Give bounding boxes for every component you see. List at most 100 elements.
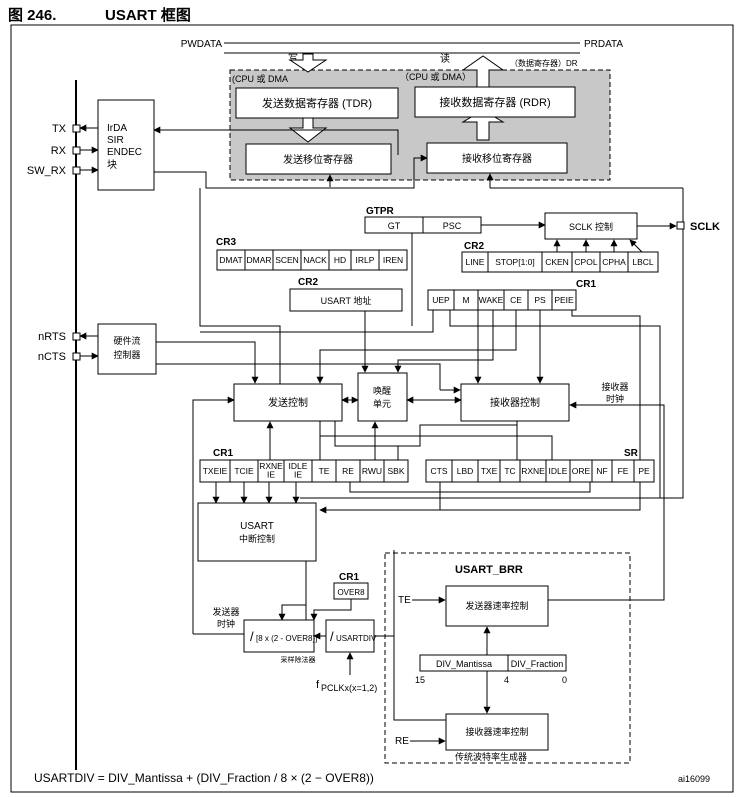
sr-bit-label: PE	[638, 466, 650, 476]
cr2-top-label: CR2	[464, 241, 484, 252]
cr1-bottom-bit-label: SBK	[387, 466, 404, 476]
rdr-label: 接收数据寄存器 (RDR)	[439, 95, 550, 109]
sw-rx-pin	[72, 166, 81, 175]
tx-pin-label: TX	[52, 123, 67, 135]
irda-line4: 块	[107, 159, 117, 171]
irq-line2: 中断控制	[239, 533, 275, 544]
cr3-label: CR3	[216, 237, 236, 248]
brr-caption: 传统波特率生成器	[455, 751, 527, 762]
tx-shift-register-box	[245, 143, 392, 175]
cr1-bottom-bit-label: IE	[294, 469, 302, 479]
hw-flow-line1: 硬件流	[113, 335, 140, 346]
peie-wire	[571, 310, 641, 460]
cr1-top-bit-cell	[551, 289, 577, 311]
cr3-bit-label: HD	[334, 255, 346, 265]
cr3-bit-label: DMAT	[219, 255, 242, 265]
cr2-bit-label: LINE	[466, 257, 485, 267]
tx-clock-line2: 时钟	[217, 618, 235, 629]
irq-line1: USART	[240, 521, 274, 532]
cr1-bottom-bit-label: TE	[319, 466, 330, 476]
cr2-bit-label: CPHA	[602, 257, 626, 267]
cr2-addr-label: CR2	[298, 277, 318, 288]
usartdiv-formula: USARTDIV = DIV_Mantissa + (DIV_Fraction …	[34, 771, 374, 785]
over8-divider-box	[243, 619, 315, 653]
cr1-top-bit-label: PEIE	[554, 295, 574, 305]
div-sample-wire	[278, 604, 306, 621]
over8-divider-sub: 采样除法器	[281, 655, 316, 664]
read-up-arrow	[461, 55, 505, 88]
sclk-pin	[676, 221, 685, 230]
tdr-box	[235, 87, 399, 119]
sr-label: SR	[624, 448, 639, 459]
sr-bit-label: RXNE	[521, 466, 545, 476]
usartdiv-divider-box	[325, 619, 375, 653]
ncts-pin-label: nCTS	[38, 351, 66, 363]
cr1-bottom-label: CR1	[213, 448, 233, 459]
pwdata-label: PWDATA	[181, 39, 223, 50]
nrts-pin	[72, 332, 81, 341]
figure-name: USART 框图	[105, 7, 191, 24]
brr-bit15: 15	[415, 675, 425, 685]
rx-shift-register-box	[426, 142, 568, 174]
over8-wire	[310, 599, 352, 621]
cr1-over8-label: CR1	[339, 572, 359, 583]
over8-divider-text: [8 x (2 - OVER8)]	[256, 634, 317, 643]
cr1-bottom-bit-label: IE	[267, 469, 275, 479]
cr1-top-bit-label: PS	[534, 295, 546, 305]
figure-id: ai16099	[678, 774, 710, 784]
wakeup-line1: 唤醒	[373, 385, 391, 396]
rx-rate-control-box	[445, 713, 549, 751]
irda-line2: SIR	[107, 135, 124, 146]
brr-to-usartdiv-wire	[374, 550, 395, 637]
cr1-bottom-bit-label: RWU	[362, 466, 382, 476]
cr2-bit-label: CKEN	[545, 257, 569, 267]
figure-number: 图 246.	[8, 7, 57, 24]
cr3-bit-cell	[378, 249, 408, 271]
brr-bit0: 0	[562, 675, 567, 685]
wakeup-unit-box	[357, 372, 408, 422]
cr2-bit-label: CPOL	[574, 257, 597, 267]
cr3-bit-label: NACK	[303, 255, 327, 265]
brr-re-label: RE	[395, 736, 409, 747]
ncts-pin	[72, 352, 81, 361]
sr-bit-label: ORE	[572, 466, 591, 476]
wake-to-wakeup-wire	[394, 310, 494, 373]
brr-te-label: TE	[398, 595, 411, 606]
hw-flow-controller	[97, 323, 157, 375]
over8-divider-slash: /	[250, 629, 254, 644]
sr-bit-label: NF	[596, 466, 607, 476]
cr3-bit-label: SCEN	[275, 255, 299, 265]
cr1-left-wire	[200, 310, 434, 333]
hw-flow-line2: 控制器	[113, 349, 140, 360]
rx-pin	[72, 146, 81, 155]
gtpr-psc-text: PSC	[443, 221, 462, 231]
cr1-bus-wire	[449, 310, 661, 498]
cpu-dma-right-label: （CPU 或 DMA）	[400, 71, 471, 82]
sr-bit-label: TXE	[481, 466, 498, 476]
cr1-bottom-bit-label: RE	[342, 466, 354, 476]
rx-shift-register-label: 接收移位寄存器	[462, 152, 532, 165]
cr3-bit-label: IREN	[383, 255, 403, 265]
rdr-box	[414, 86, 576, 118]
rx-clock-line1: 接收器	[601, 381, 628, 392]
re-sr-wire	[349, 482, 591, 493]
brr-bit4: 4	[504, 675, 509, 685]
sr-bit-label: LBD	[457, 466, 474, 476]
cr1-top-bit-label: CE	[510, 295, 522, 305]
tx-to-sr-wire	[319, 435, 553, 460]
usartdiv-divider-slash: /	[330, 629, 334, 644]
ce-to-txctrl-wire	[316, 310, 517, 384]
irda-line1: IrDA	[107, 123, 127, 134]
nrts-pin-label: nRTS	[38, 331, 66, 343]
tx-rate-control-label: 发送器速率控制	[465, 600, 528, 611]
rx-clock-line2: 时钟	[606, 393, 624, 404]
cr1-top-bit-label: M	[462, 295, 469, 305]
cr1-bottom-bit-cell	[383, 459, 409, 483]
usart-address-box	[289, 288, 403, 312]
tx-pin	[72, 124, 81, 133]
